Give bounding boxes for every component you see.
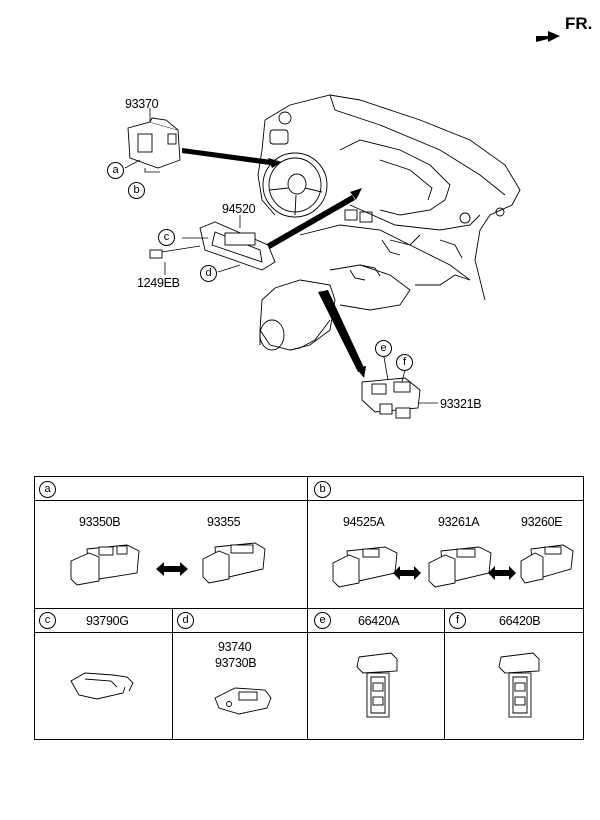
parts-table: a 93350B 93355 b 94525A 93261A 93260E c … [34,476,584,740]
part-93740: 93740 [218,640,252,654]
switch-93350B-image [70,544,140,586]
switch-93261A-image [428,546,492,588]
part-66420B: 66420B [499,614,541,628]
part-93790G: 93790G [86,614,129,628]
part-93350B: 93350B [79,515,121,529]
part-93740-image [214,687,272,715]
callout-letter-b: b [128,182,145,199]
part-93790G-image [70,672,134,700]
section-letter-b: b [314,481,331,498]
switch-93260E-image [520,544,574,584]
direction-label: FR. [565,14,593,33]
dashboard-illustration [124,94,521,419]
part-94525A: 94525A [343,515,385,529]
callout-letter-a: a [107,162,124,179]
callout-93321B: 93321B [440,397,482,411]
part-93261A: 93261A [438,515,480,529]
callout-letter-c: c [158,229,175,246]
section-letter-a: a [39,481,56,498]
part-66420A-image [356,652,398,718]
callout-letter-d: d [200,265,217,282]
callout-letter-f: f [396,354,413,371]
callout-1249EB: 1249EB [137,276,180,290]
part-93355: 93355 [207,515,241,529]
double-arrow-icon [488,566,516,580]
callout-93370: 93370 [125,97,159,111]
section-letter-e: e [314,612,331,629]
part-93260E: 93260E [521,515,563,529]
part-66420B-image [498,652,540,718]
part-66420A: 66420A [358,614,400,628]
callout-94520: 94520 [222,202,256,216]
forward-arrow-icon [536,31,560,42]
section-letter-d: d [177,612,194,629]
switch-94525A-image [332,546,398,588]
section-letter-c: c [39,612,56,629]
section-letter-f: f [449,612,466,629]
switch-93355-image [202,542,266,584]
double-arrow-icon [393,566,421,580]
callout-letter-e: e [375,340,392,357]
double-arrow-icon [156,562,188,576]
part-93730B: 93730B [215,656,257,670]
